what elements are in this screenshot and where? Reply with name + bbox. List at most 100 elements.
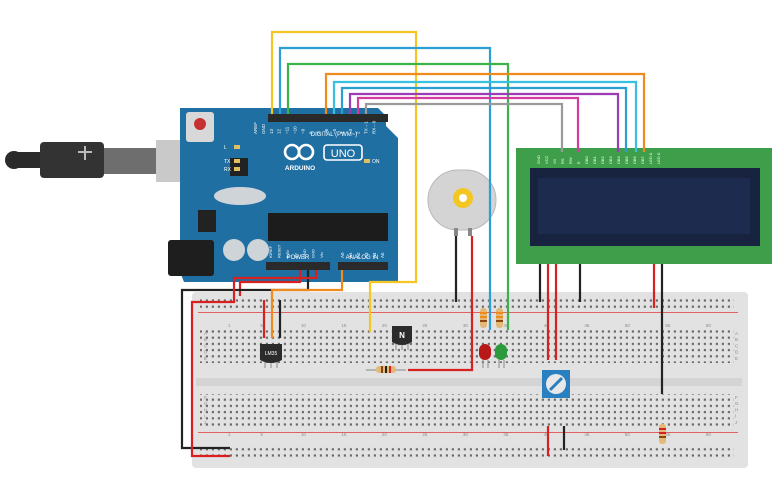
column-number-bottom: 50 xyxy=(625,432,631,437)
wire-gnd-black xyxy=(180,270,310,450)
atmega-chip xyxy=(268,213,388,241)
resistor-base xyxy=(366,366,406,373)
wire-magenta-lcd xyxy=(356,96,580,152)
power-pin-label: GND xyxy=(311,249,316,258)
wire-purple-lcd xyxy=(348,92,620,152)
column-number-bottom: 5 xyxy=(260,432,263,437)
row-letter-left: D xyxy=(204,350,208,355)
row-letter-left: A xyxy=(204,331,207,336)
digital-pin-label: 12 xyxy=(277,128,282,134)
dc-motor xyxy=(427,169,497,236)
resistor-led-green xyxy=(496,308,503,328)
row-letter-left: C xyxy=(204,343,208,348)
power-label: POWER xyxy=(287,255,310,261)
column-number-top: 15 xyxy=(341,323,347,328)
row-letter-left: E xyxy=(204,356,207,361)
row-letter-left: J xyxy=(204,420,206,425)
power-pin-label: 5V xyxy=(294,253,299,258)
column-number-bottom: 25 xyxy=(422,432,428,437)
lcd-pin-label: RW xyxy=(568,157,573,164)
wire-blue-lcd xyxy=(340,86,628,152)
row-letter-right: D xyxy=(735,350,739,355)
reset-button[interactable] xyxy=(194,118,206,130)
led-green xyxy=(495,344,507,368)
digital-label: DIGITAL (PWM~) xyxy=(311,132,358,138)
analog-pin-label: A1 xyxy=(348,252,353,258)
power-pin-label: GND xyxy=(302,249,307,258)
column-number-top: 25 xyxy=(422,323,428,328)
lcd-pin-label: DB1 xyxy=(592,155,597,164)
lcd-pin-label: VCC xyxy=(544,155,549,164)
analog-pin-label: A2 xyxy=(356,252,361,258)
digital-pin-label: ~10 xyxy=(293,126,298,134)
row-letter-right: E xyxy=(735,356,738,361)
power-pin-label: RESET xyxy=(277,244,282,258)
row-letter-right: C xyxy=(735,343,739,348)
lcd-pin-label: LED A xyxy=(648,152,653,164)
row-letter-right: A xyxy=(735,331,738,336)
row-letter-right: I xyxy=(735,414,736,419)
lcd-pin-label: GND xyxy=(536,155,541,164)
column-number-bottom: 45 xyxy=(584,432,590,437)
row-letter-left: I xyxy=(204,414,205,419)
digital-pin-label: 8 xyxy=(308,131,313,134)
digital-pin-label: TX→1 xyxy=(364,121,369,134)
column-number-top: 5 xyxy=(260,323,263,328)
breadboard-column-numbers: 1155101015152020252530303535404045455050… xyxy=(228,323,711,437)
lcd-pin-label: RS xyxy=(560,158,565,164)
logo-text: ARDUINO xyxy=(285,165,315,172)
digital-pin-label: ~11 xyxy=(285,126,290,134)
column-number-top: 60 xyxy=(706,323,712,328)
led-rx-label: RX xyxy=(224,167,232,173)
analog-pin-label: A4 xyxy=(372,252,377,258)
row-letter-right: G xyxy=(735,401,739,406)
wires xyxy=(180,30,664,458)
lcd-pin-label: DB6 xyxy=(632,155,637,164)
lcd-pin-label: E xyxy=(576,161,581,164)
power-jack xyxy=(168,240,214,276)
potentiometer[interactable] xyxy=(542,370,570,398)
column-number-top: 55 xyxy=(665,323,671,328)
wire-gray-lcd xyxy=(364,102,564,152)
column-number-bottom: 30 xyxy=(463,432,469,437)
column-number-bottom: 55 xyxy=(665,432,671,437)
wire-red-rail xyxy=(190,270,318,458)
row-letter-left: H xyxy=(204,407,207,412)
digital-pin-label: ~6 xyxy=(324,128,329,134)
lcd-pin-label: DB3 xyxy=(608,155,613,164)
analog-pin-label: A0 xyxy=(340,252,345,258)
column-number-bottom: 15 xyxy=(341,432,347,437)
lm35-temperature-sensor: LM35 xyxy=(260,344,282,368)
digital-pin-label: 2 xyxy=(356,131,361,134)
column-number-top: 45 xyxy=(584,323,590,328)
analog-header xyxy=(338,262,388,270)
analog-pin-label: A5 xyxy=(380,252,385,258)
row-letter-left: G xyxy=(204,401,208,406)
column-number-bottom: 1 xyxy=(228,432,231,437)
row-letter-left: B xyxy=(204,337,207,342)
lm35-label: LM35 xyxy=(265,351,278,357)
digital-pin-label: 4 xyxy=(340,131,345,134)
lcd-pin-label: LED K xyxy=(656,152,661,164)
power-pin-label: Vin xyxy=(319,252,324,258)
led-red xyxy=(479,344,491,368)
wire-green xyxy=(286,62,510,330)
resistor-lcd-backlight xyxy=(659,424,666,444)
column-number-top: 1 xyxy=(228,323,231,328)
led-tx-label: TX xyxy=(224,159,231,165)
digital-pin-label: RX←0 xyxy=(372,120,377,134)
on-label: ON xyxy=(372,159,380,165)
lcd-pin-label: DB2 xyxy=(600,155,605,164)
digital-pin-label: AREF xyxy=(253,122,258,134)
digital-pin-label: ~5 xyxy=(332,128,337,134)
lcd-pin-label: DB4 xyxy=(616,155,621,164)
row-letter-right: J xyxy=(735,420,737,425)
column-number-bottom: 20 xyxy=(382,432,388,437)
npn-transistor: N xyxy=(392,326,412,350)
column-number-top: 30 xyxy=(463,323,469,328)
